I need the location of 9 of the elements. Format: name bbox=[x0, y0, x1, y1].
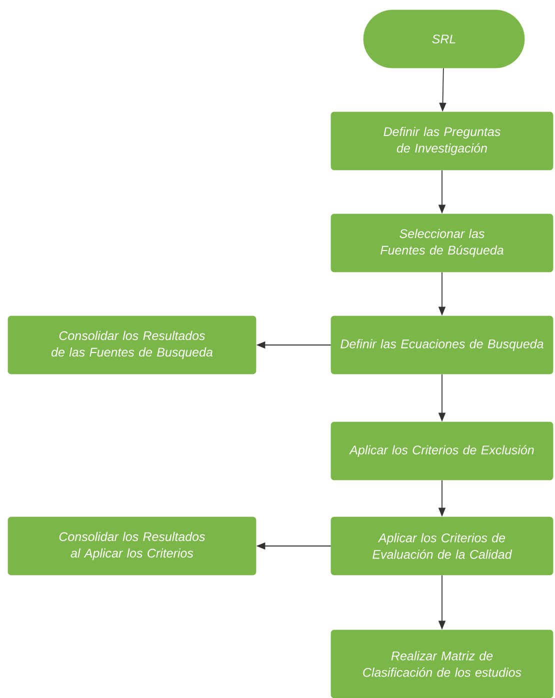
process-box: Aplicar los Criterios de Exclusión bbox=[330, 422, 554, 480]
process-box: Realizar Matriz de Clasificación de los estudios bbox=[330, 630, 554, 698]
start-terminal: SRL bbox=[363, 10, 525, 68]
process-box: Definir las Ecuaciones de Busqueda bbox=[330, 316, 554, 374]
process-box: Consolidar los Resultados de las Fuentes de Busqueda bbox=[8, 316, 256, 374]
process-box: Consolidar los Resultados al Aplicar los Criterios bbox=[8, 516, 256, 576]
process-box: Seleccionar las Fuentes de Búsqueda bbox=[330, 214, 554, 272]
process-box: Aplicar los Criterios de Evaluación de la Calidad bbox=[330, 516, 554, 576]
process-box: Definir las Preguntas de Investigación bbox=[330, 112, 554, 170]
